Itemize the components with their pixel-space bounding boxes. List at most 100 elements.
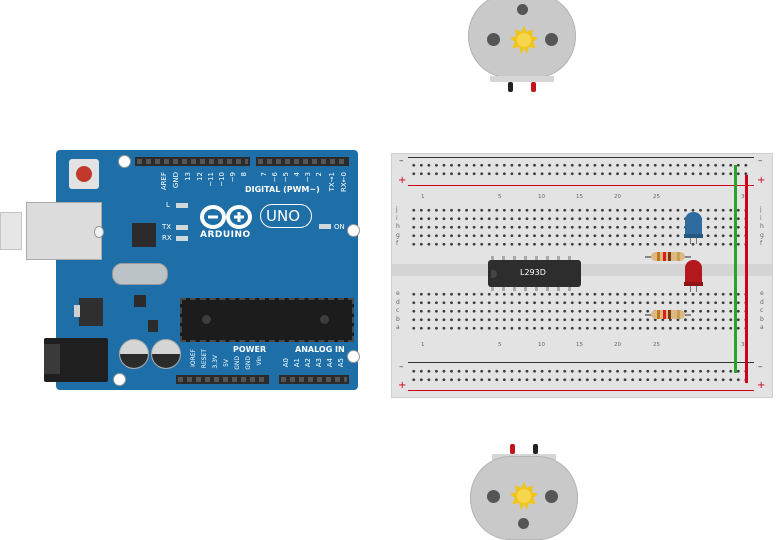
led-blue[interactable]	[684, 212, 703, 244]
column-labels-bottom: 1 5 10 15 20 25 30	[421, 342, 748, 348]
rail-line-minus-bottom	[408, 362, 754, 363]
capacitor-1	[119, 339, 149, 369]
motor-screw-hole	[545, 33, 558, 46]
pin-label-6: ~6	[271, 172, 279, 183]
rail-line-plus-top	[408, 185, 754, 186]
led-rx-label: RX	[162, 234, 172, 242]
power-rail-top[interactable]	[410, 161, 750, 178]
pin-label-a4: A4	[326, 358, 334, 368]
pin-label-a3: A3	[315, 358, 323, 368]
led-rx	[176, 236, 188, 241]
mounting-hole	[118, 155, 131, 168]
motor-screw-hole	[487, 490, 500, 503]
pin-label-4: 4	[293, 172, 301, 177]
pin-label-vin: Vin	[256, 356, 263, 366]
pin-label-9: ~9	[229, 172, 237, 183]
l293d-chip[interactable]: L293D	[488, 260, 581, 287]
uno-badge	[260, 204, 312, 228]
analog-header[interactable]	[279, 375, 349, 384]
jumper-wire-red[interactable]	[745, 175, 748, 383]
power-header[interactable]	[176, 375, 269, 384]
analog-in-label: ANALOG IN	[295, 345, 345, 354]
arduino-brand-text: ARDUINO	[200, 230, 251, 240]
pin-label-a1: A1	[293, 358, 301, 368]
rail-plus-top-left: +	[398, 175, 407, 186]
dc-motor-top[interactable]	[468, 0, 578, 94]
led-on	[319, 224, 331, 229]
jumper-wire-green[interactable]	[734, 165, 737, 373]
pin-label-tx: TX→1	[328, 172, 336, 192]
mounting-hole	[113, 373, 126, 386]
arduino-uno-board[interactable]: AREF GND 13 12 ~11 ~10 ~9 8 7 ~6 ~5 4 ~3…	[0, 0, 360, 400]
center-channel	[392, 264, 772, 276]
small-chip	[134, 295, 146, 307]
ic-legs-top	[491, 256, 579, 260]
pin-label-12: 12	[196, 172, 204, 181]
motor-screw-hole	[487, 33, 500, 46]
pin-label-ioref: IOREF	[190, 349, 197, 367]
pin-label-7: 7	[260, 172, 268, 177]
pin-label-10: ~10	[218, 172, 226, 187]
pin-label-5v: 5V	[223, 359, 230, 367]
reset-button[interactable]	[69, 159, 99, 189]
pin-label-a0: A0	[282, 358, 290, 368]
rail-minus-top-right: –	[758, 156, 763, 166]
usb-port	[26, 202, 102, 260]
rail-plus-bottom-left: +	[398, 380, 407, 391]
rail-minus-bottom-right: –	[758, 362, 763, 372]
mounting-hole	[347, 224, 360, 237]
digital-pwm-label: DIGITAL (PWM~)	[245, 185, 320, 194]
usb-chip	[132, 223, 156, 247]
pin-label-8: 8	[240, 172, 248, 177]
digital-header-right[interactable]	[256, 157, 349, 166]
rail-line-plus-bottom	[408, 390, 754, 391]
digital-header-left[interactable]	[135, 157, 250, 166]
pin-label-a5: A5	[337, 358, 345, 368]
mounting-hole	[347, 350, 360, 363]
on-label: ON	[334, 223, 345, 231]
pin-label-rx: RX←0	[340, 172, 348, 192]
rail-minus-bottom-left: –	[399, 362, 404, 372]
motor-shaft-gear-icon	[510, 26, 538, 54]
motor-lead-black[interactable]	[508, 82, 513, 92]
resistor-1[interactable]	[651, 252, 685, 261]
pin-label-2: 2	[315, 172, 323, 177]
pin-label-a2: A2	[304, 358, 312, 368]
uno-text: UNO	[266, 207, 301, 225]
resistor-2[interactable]	[651, 310, 685, 319]
led-l-label: L	[166, 201, 170, 209]
pin-label-5: ~5	[282, 172, 290, 183]
motor-lead-red[interactable]	[531, 82, 536, 92]
motor-screw-hole	[518, 518, 529, 529]
transistor	[148, 320, 158, 332]
pin-label-13: 13	[184, 172, 192, 181]
pin-label-gnd1: GND	[234, 356, 241, 370]
motor-screw-hole	[545, 490, 558, 503]
capacitor-2	[151, 339, 181, 369]
terminal-strip-bottom[interactable]	[410, 290, 750, 333]
usb-connector-edge	[0, 212, 22, 250]
motor-lead-black[interactable]	[533, 444, 538, 454]
pin-label-3v3: 3.3V	[212, 355, 219, 369]
motor-shaft-gear-icon	[510, 482, 538, 510]
led-tx-label: TX	[162, 223, 172, 231]
led-red[interactable]	[684, 260, 703, 292]
atmega-chip	[180, 298, 354, 342]
rail-plus-top-right: +	[757, 175, 766, 186]
crystal-oscillator	[112, 263, 168, 285]
power-rail-bottom[interactable]	[410, 367, 750, 384]
led-l	[176, 203, 188, 208]
dc-motor-bottom[interactable]	[470, 444, 580, 540]
motor-lead-red[interactable]	[510, 444, 515, 454]
pin-label-reset: RESET	[201, 349, 208, 369]
pin-label-3: ~3	[304, 172, 312, 183]
pin-label-aref: AREF	[160, 172, 168, 191]
voltage-regulator	[79, 298, 103, 326]
power-label: POWER	[233, 345, 267, 354]
led-tx	[176, 225, 188, 230]
pin-label-gnd: GND	[172, 172, 180, 189]
